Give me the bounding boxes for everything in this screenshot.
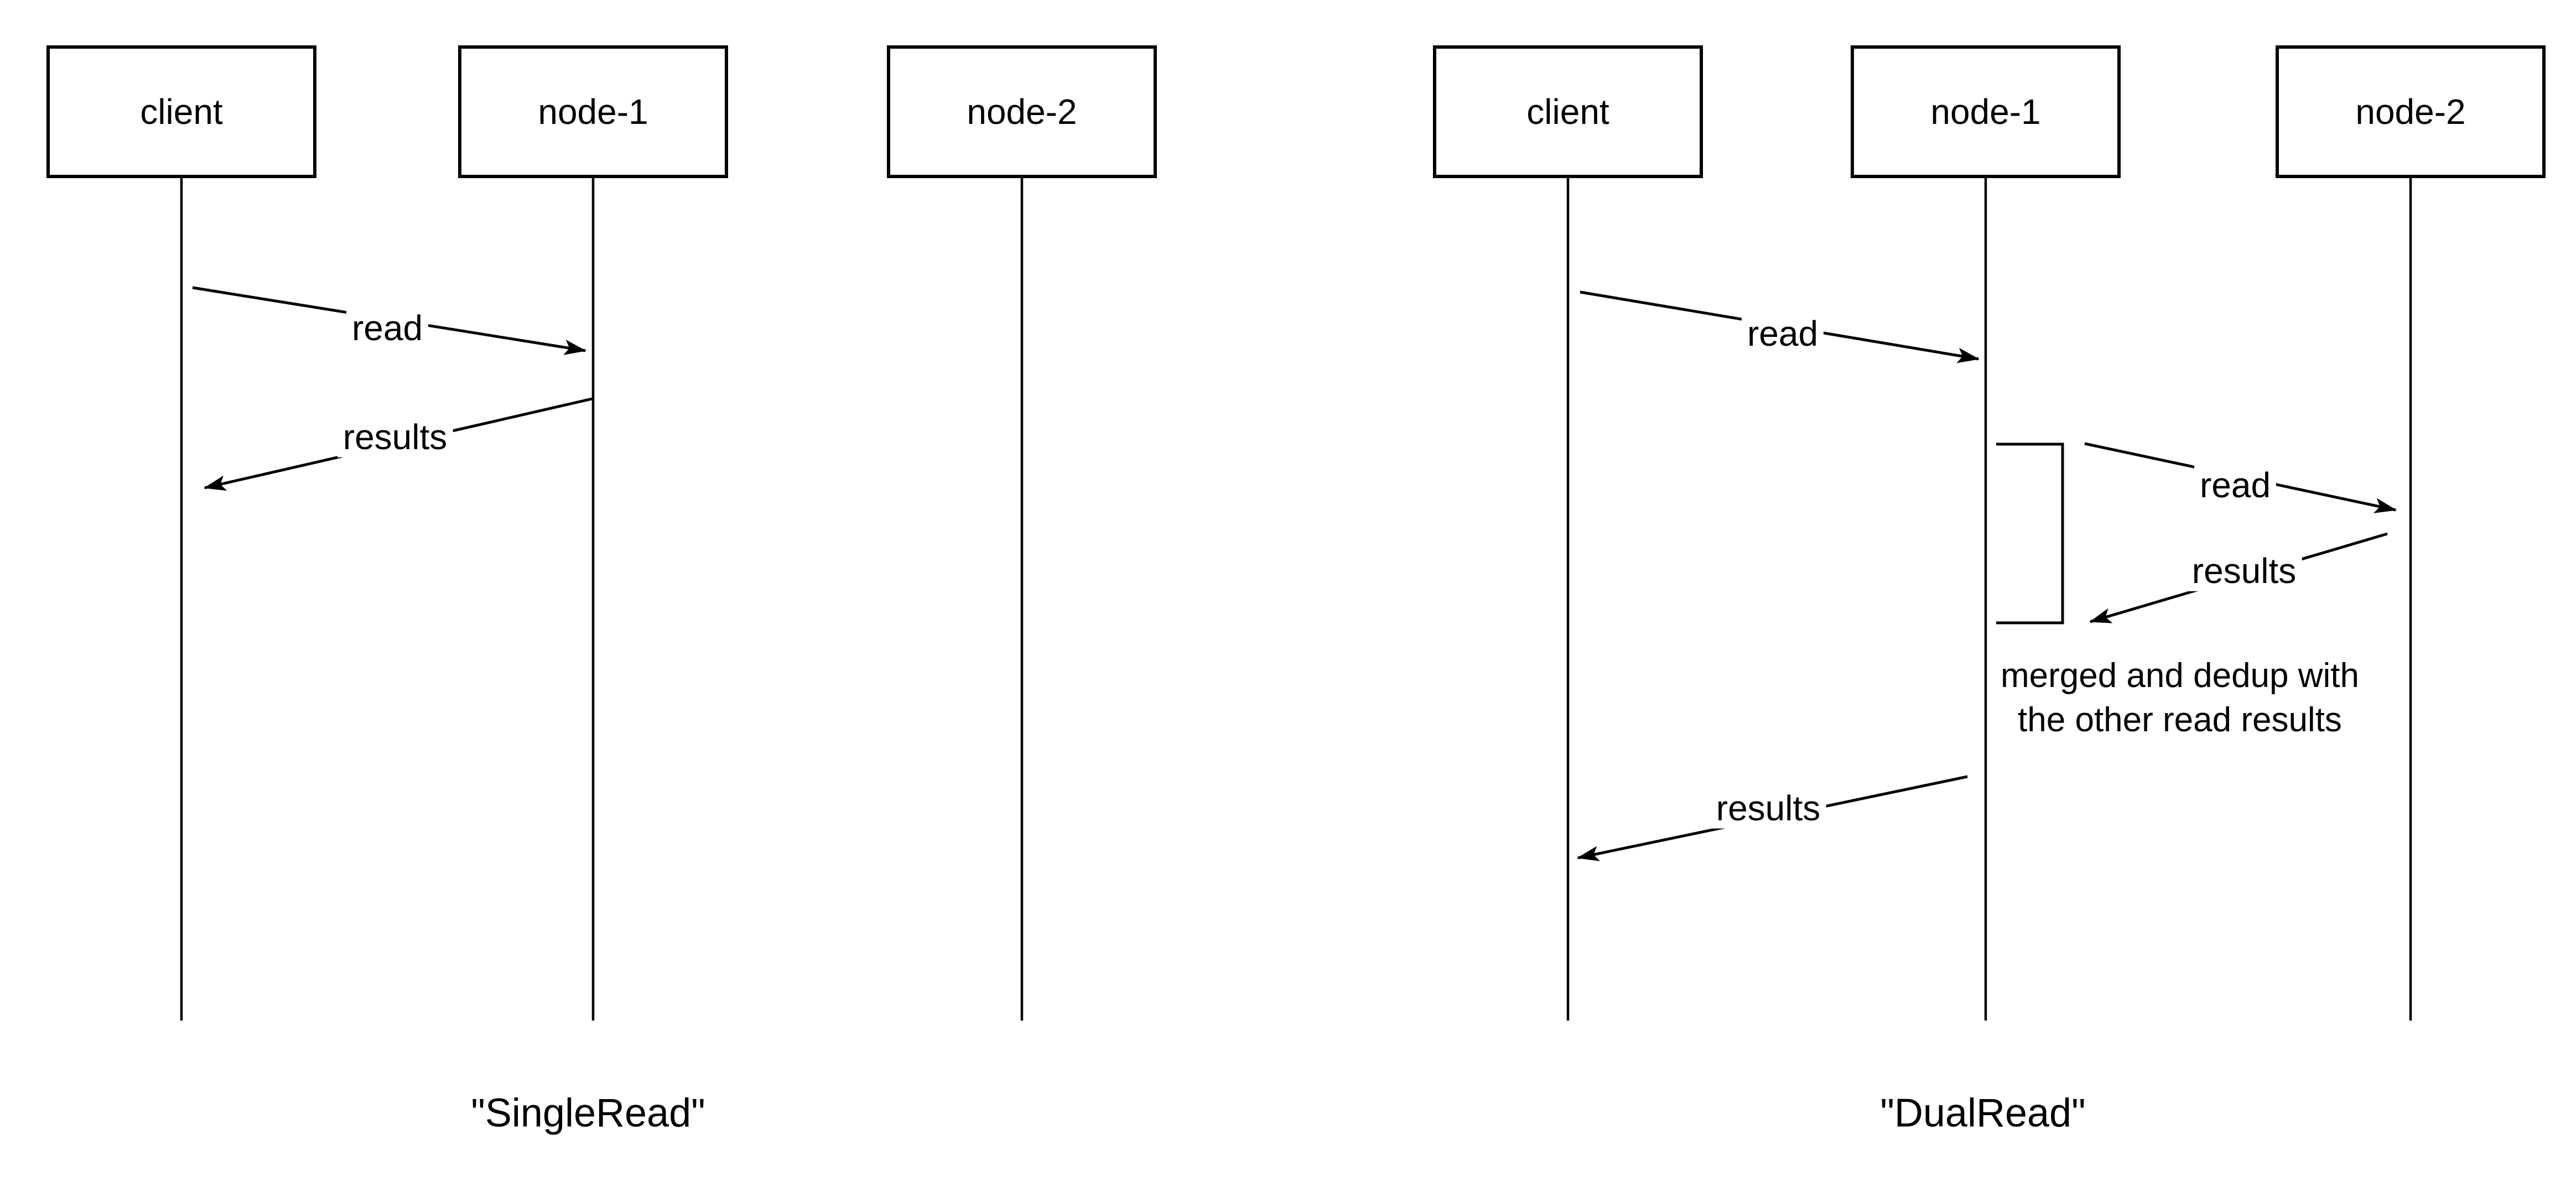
actor-box-dual-node2: node-2 xyxy=(2276,45,2546,178)
note-line-2: the other read results xyxy=(2018,701,2342,739)
actor-label: node-2 xyxy=(967,92,1077,132)
message-label-dual-results1: results xyxy=(2186,550,2302,592)
caption-singleread: "SingleRead" xyxy=(471,1091,705,1136)
actor-box-single-node1: node-1 xyxy=(458,45,728,178)
caption-dualread: "DualRead" xyxy=(1880,1091,2086,1136)
actor-label: client xyxy=(1526,92,1609,132)
actor-label: client xyxy=(140,92,223,132)
actor-label: node-1 xyxy=(1930,92,2041,132)
actor-box-dual-client: client xyxy=(1433,45,1703,178)
message-label-single-read: read xyxy=(346,307,429,349)
activation-bracket xyxy=(1996,443,2064,624)
message-label-dual-read1: read xyxy=(1741,313,1824,355)
actor-box-dual-node1: node-1 xyxy=(1851,45,2121,178)
actor-label: node-1 xyxy=(538,92,648,132)
actor-box-single-client: client xyxy=(46,45,316,178)
message-label-dual-read2: read xyxy=(2194,464,2277,506)
message-label-single-results: results xyxy=(337,416,453,458)
message-label-dual-results2: results xyxy=(1710,787,1826,829)
note-merged-dedup: merged and dedup with the other read res… xyxy=(2001,654,2359,742)
note-line-1: merged and dedup with xyxy=(2000,657,2360,695)
actor-label: node-2 xyxy=(2355,92,2466,132)
actor-box-single-node2: node-2 xyxy=(887,45,1157,178)
